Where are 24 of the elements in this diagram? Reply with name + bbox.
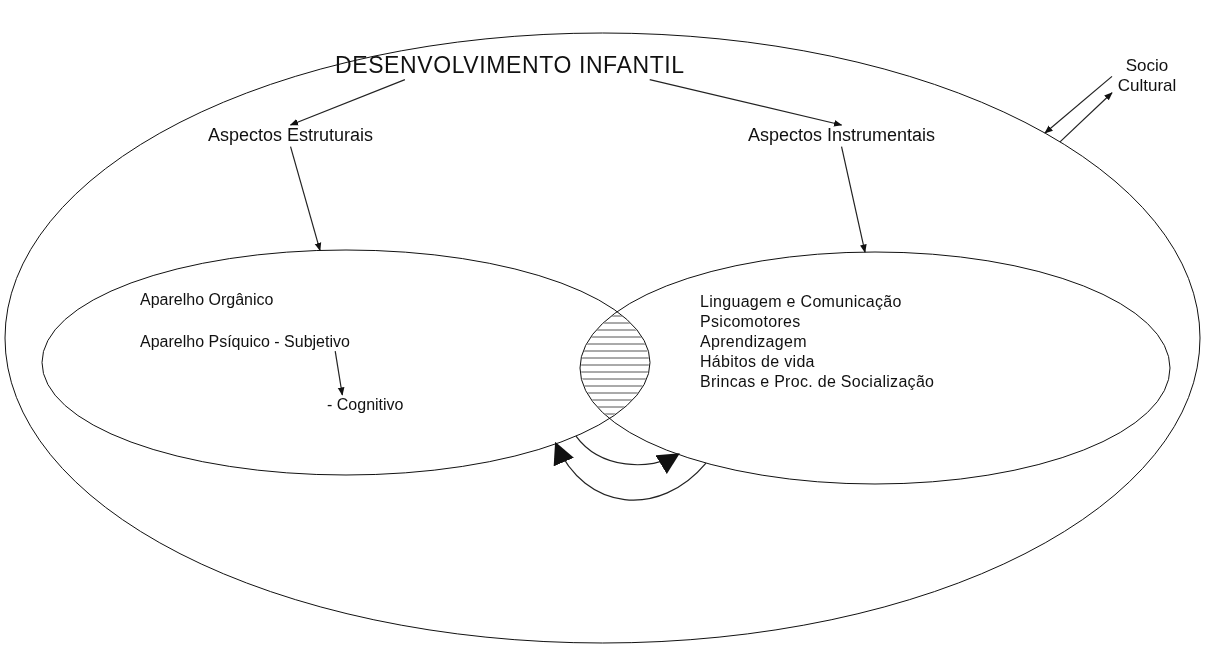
list-item-text: Brincas e Proc. de Socialização — [700, 372, 935, 392]
right-ellipse — [580, 252, 1170, 484]
arrow — [334, 350, 345, 396]
item-text: Aparelho Orgânico — [140, 290, 274, 310]
arrow — [649, 79, 843, 127]
aspect-label: Aspectos Estruturais — [208, 125, 374, 147]
left-ellipse — [42, 250, 650, 475]
item-text: - Cognitivo — [327, 395, 404, 415]
arrow — [1059, 92, 1113, 143]
arrow — [289, 79, 406, 126]
heading-text: DESENVOLVIMENTO INFANTIL — [335, 52, 685, 80]
curved-arrow — [575, 435, 680, 474]
aspect-label: Aspectos Instrumentais — [748, 125, 936, 147]
list-item-text: Linguagem e Comunicação — [700, 292, 902, 312]
context-label: Socio Cultural — [1112, 56, 1182, 97]
arrow — [840, 146, 867, 253]
list-item-text: Hábitos de vida — [700, 352, 815, 372]
arrow — [1044, 75, 1113, 134]
list-item-text: Aprendizagem — [700, 332, 807, 352]
arrow — [289, 146, 322, 252]
outer-ellipse — [5, 33, 1200, 643]
item-text: Aparelho Psíquico - Subjetivo — [140, 332, 350, 352]
curved-arrow — [555, 441, 707, 501]
list-item-text: Psicomotores — [700, 312, 801, 332]
